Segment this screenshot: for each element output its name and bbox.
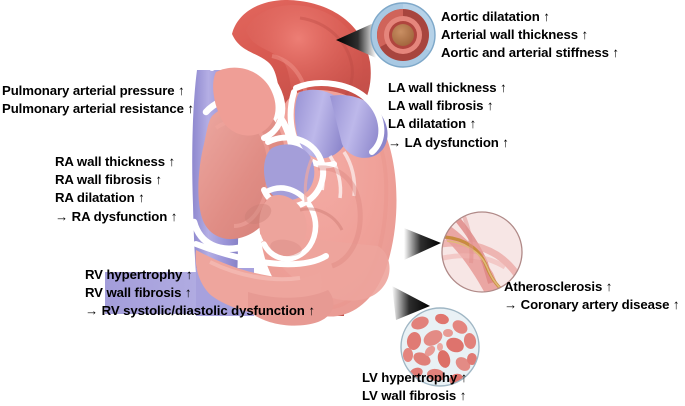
annotation-ra-line-3: RA dilatation ↑ bbox=[55, 190, 145, 206]
annotation-right-ventricle: RV hypertrophy ↑ RV wall fibrosis ↑ → RV… bbox=[85, 266, 315, 321]
pointer-arrow-coronary bbox=[404, 228, 441, 260]
inset-aorta-cross-section bbox=[370, 2, 436, 68]
annotation-atherosclerosis: Atherosclerosis ↑ → Coronary artery dise… bbox=[504, 278, 680, 314]
annotation-pulmonary-line-1: Pulmonary arterial pressure ↑ bbox=[2, 83, 185, 98]
annotation-left-atrium: LA wall thickness ↑ LA wall fibrosis ↑ L… bbox=[388, 79, 509, 152]
annotation-pulmonary: Pulmonary arterial pressure ↑ Pulmonary … bbox=[2, 82, 194, 118]
annotation-rv-line-2: RV wall fibrosis ↑ bbox=[85, 285, 192, 301]
pointer-arrow-lv bbox=[392, 286, 430, 320]
annotation-ra-line-1: RA wall thickness ↑ bbox=[55, 154, 176, 169]
annotation-ra-line-4: → RA dysfunction ↑ bbox=[55, 208, 178, 224]
annotation-aortic-line-1: Aortic dilatation ↑ bbox=[441, 9, 550, 24]
annotation-athero-line-2: → Coronary artery disease ↑ bbox=[504, 297, 680, 313]
annotation-la-line-4: → LA dysfunction ↑ bbox=[388, 134, 509, 150]
inset-lv-histology bbox=[400, 307, 480, 387]
annotation-lv-line-1: LV hypertrophy ↑ bbox=[362, 370, 468, 385]
annotation-lv-line-2: LV wall fibrosis ↑ bbox=[362, 388, 467, 404]
annotation-la-line-1: LA wall thickness ↑ bbox=[388, 80, 507, 95]
annotation-aortic: Aortic dilatation ↑ Arterial wall thickn… bbox=[441, 8, 619, 63]
annotation-ra-line-2: RA wall fibrosis ↑ bbox=[55, 172, 162, 188]
annotation-la-line-3: LA dilatation ↑ bbox=[388, 116, 477, 132]
annotation-left-ventricle: LV hypertrophy ↑ LV wall fibrosis ↑ bbox=[362, 369, 467, 405]
annotation-athero-line-1: Atherosclerosis ↑ bbox=[504, 279, 613, 294]
inset-coronary-artery bbox=[441, 211, 523, 293]
annotation-aortic-line-2: Arterial wall thickness ↑ bbox=[441, 27, 589, 43]
annotation-la-line-2: LA wall fibrosis ↑ bbox=[388, 98, 494, 114]
annotation-rv-line-1: RV hypertrophy ↑ bbox=[85, 267, 193, 282]
annotation-right-atrium: RA wall thickness ↑ RA wall fibrosis ↑ R… bbox=[55, 153, 177, 226]
annotation-rv-line-3: → RV systolic/diastolic dysfunction ↑ bbox=[85, 303, 315, 319]
annotation-pulmonary-line-2: Pulmonary arterial resistance ↑ bbox=[2, 101, 194, 117]
pointer-arrow-aorta bbox=[336, 22, 376, 58]
annotation-aortic-line-3: Aortic and arterial stiffness ↑ bbox=[441, 45, 619, 61]
